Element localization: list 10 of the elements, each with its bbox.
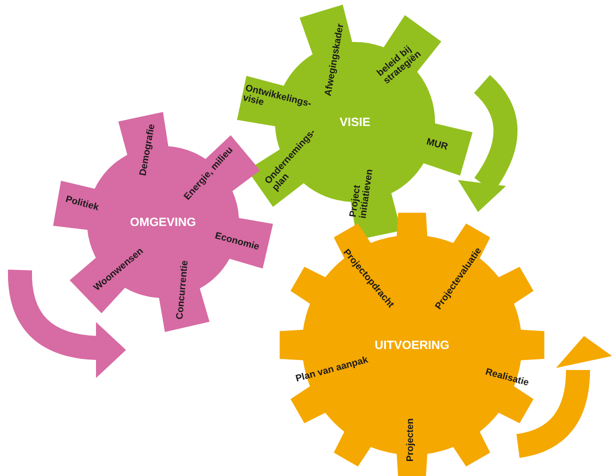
gear-title: VISIE: [340, 115, 370, 129]
gear-title: OMGEVING: [130, 215, 196, 229]
tooth-label: Politiek: [64, 194, 100, 214]
tooth-label: Project initiatieven: [348, 167, 376, 220]
tooth-label: Projecten: [406, 418, 416, 462]
tooth-label: Demografie: [138, 123, 158, 177]
tooth-label: Concurrentie: [175, 260, 191, 320]
tooth-label: MUR: [425, 137, 449, 153]
tooth-label: Plan van aanpak: [294, 356, 370, 384]
gear-title: UITVOERING: [374, 338, 450, 352]
